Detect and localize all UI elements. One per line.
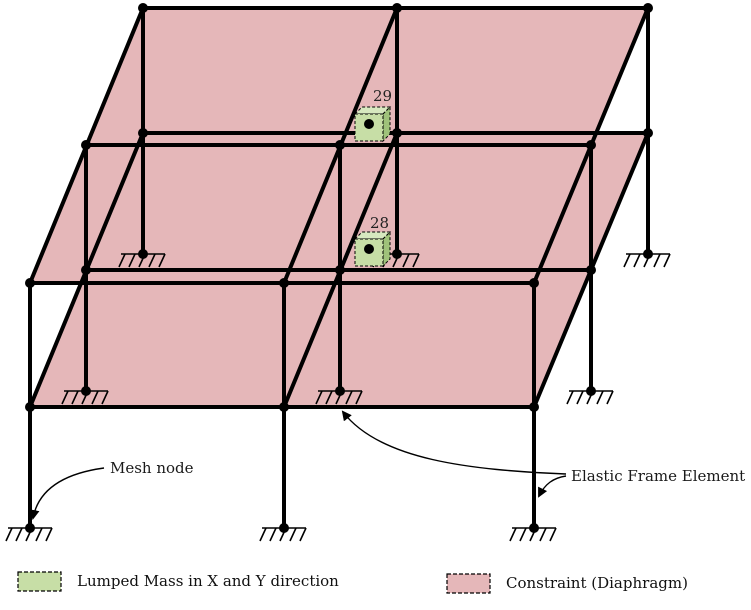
fixed-support-icon xyxy=(5,527,53,542)
fixed-supports xyxy=(5,253,671,542)
mesh-node-arrow xyxy=(29,467,105,520)
fixed-support-icon xyxy=(315,390,363,405)
elastic-frame-arrow-left xyxy=(341,410,567,475)
mass-node-icon xyxy=(353,105,392,143)
frame-joints xyxy=(25,3,653,533)
diaphragm-swatch-icon xyxy=(446,573,491,594)
mass-node-label-upper: 29 xyxy=(373,87,392,105)
mass-swatch-icon xyxy=(17,571,62,592)
elastic-frame-label: Elastic Frame Element xyxy=(571,467,745,485)
fixed-support-icon xyxy=(623,253,671,268)
mesh-node-label: Mesh node xyxy=(110,459,194,477)
mass-node-icon xyxy=(353,230,392,268)
fixed-support-icon xyxy=(259,527,307,542)
legend-lumped-mass: Lumped Mass in X and Y direction xyxy=(77,572,339,590)
elastic-frame-arrow-down xyxy=(538,475,567,498)
fixed-support-icon xyxy=(566,390,614,405)
fixed-support-icon xyxy=(118,253,166,268)
mass-node-label-lower: 28 xyxy=(370,214,389,232)
fixed-support-icon xyxy=(61,390,109,405)
fixed-support-icon xyxy=(509,527,557,542)
legend-constraint: Constraint (Diaphragm) xyxy=(506,574,688,592)
